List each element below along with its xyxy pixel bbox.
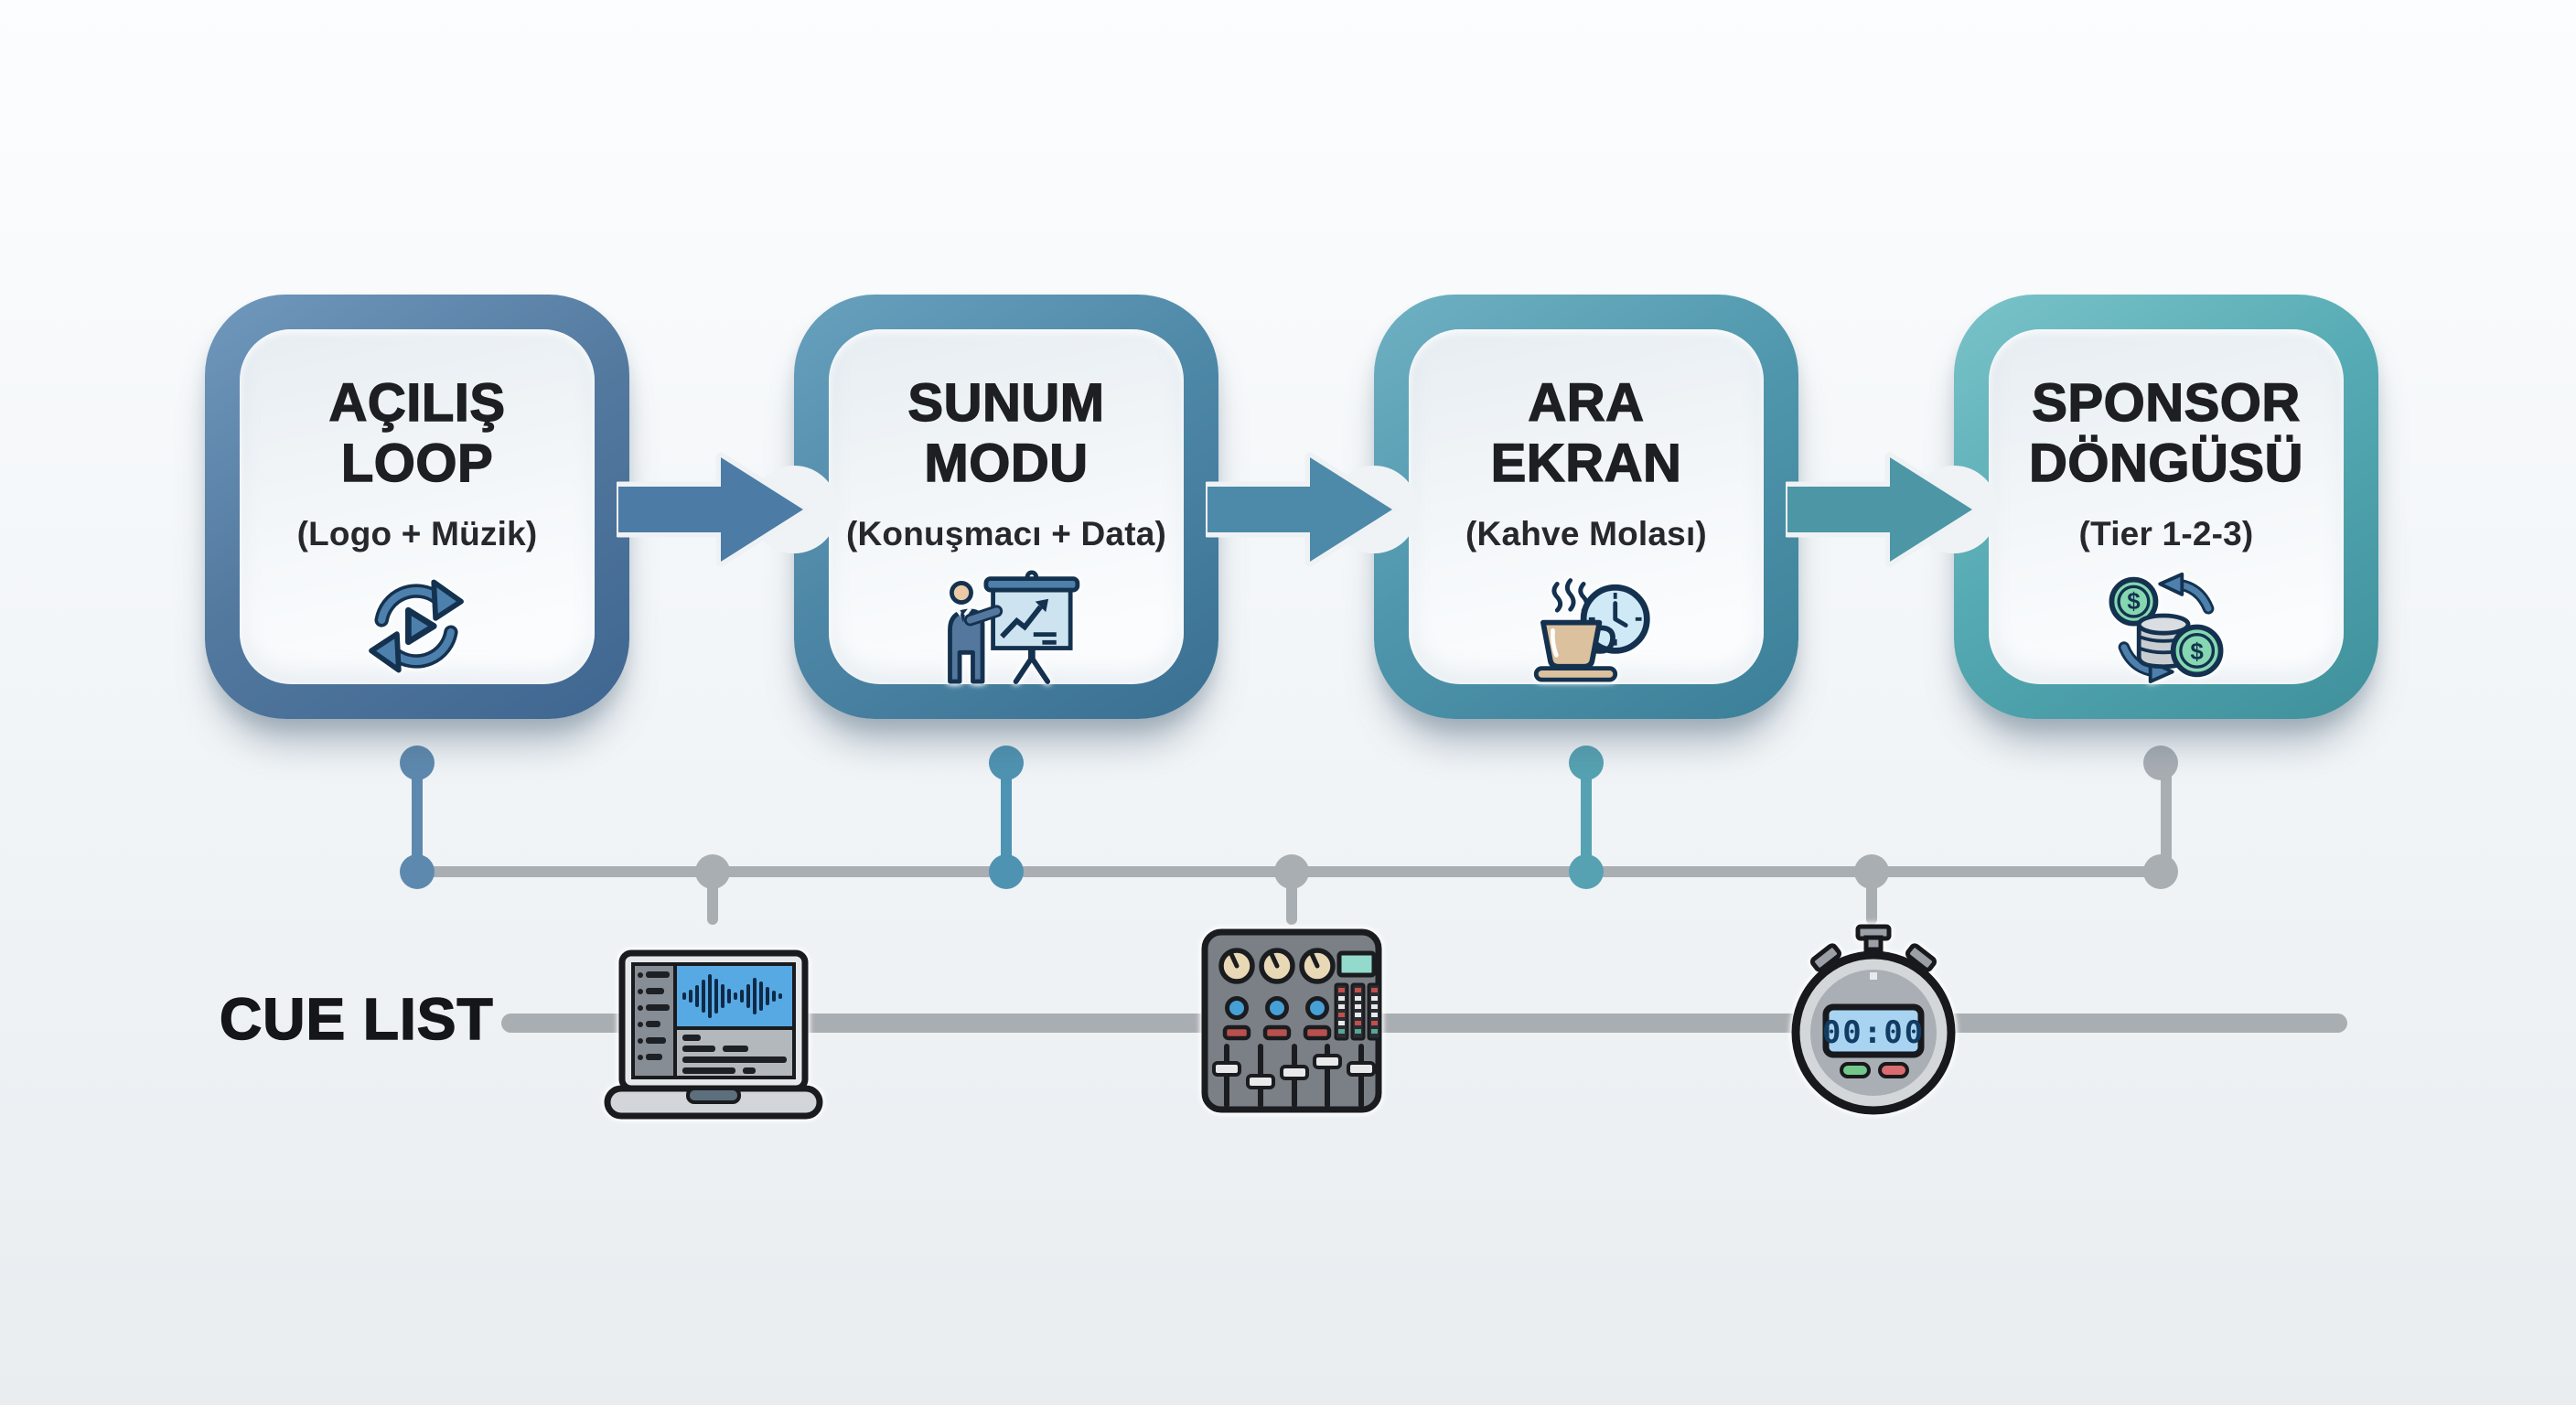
connector-dot [2143,745,2178,780]
sponsor-coins-cycle-icon: $ $ [2109,572,2224,684]
connector-dot [989,854,1024,889]
stopwatch-icon: 00:00 [1791,924,1956,1115]
step-title: SPONSOR DÖNGÜSÜ [2028,372,2303,493]
flow-step-acilis-loop: AÇILIŞ LOOP (Logo + Müzik) [205,295,629,719]
connector-line [1581,756,1592,874]
step-title: AÇILIŞ LOOP [328,372,506,493]
step-card: SUNUM MODU (Konuşmacı + Data) [829,329,1184,684]
step-subtitle: (Kahve Molası) [1465,515,1707,553]
step-subtitle: (Konuşmacı + Data) [845,515,1167,553]
flow-arrow-icon [1786,452,1978,567]
step-title-line: DÖNGÜSÜ [2028,433,2303,493]
presenter-chart-icon [948,570,1080,684]
flow-arrow-icon [1206,452,1398,567]
connector-dot [1569,745,1604,780]
connector-dot [2143,854,2178,889]
flow-arrow-icon [617,452,809,567]
connector-dot [695,854,730,889]
flow-step-ara-ekran: ARA EKRAN (Kahve Molası) [1374,295,1798,719]
audio-mixer-icon [1201,928,1382,1113]
connector-dot [1274,854,1309,889]
connector-line [1001,756,1012,874]
step-card: ARA EKRAN (Kahve Molası) [1409,329,1764,684]
step-title-line: SPONSOR [2032,372,2301,433]
step-title: SUNUM MODU [907,372,1105,493]
step-title-line: EKRAN [1490,433,1682,493]
step-title: ARA EKRAN [1490,372,1682,493]
connector-dot [1854,854,1889,889]
dollar-symbol: $ [2127,589,2141,615]
step-title-line: LOOP [340,433,494,493]
step-card: SPONSOR DÖNGÜSÜ (Tier 1-2-3) $ $ [1989,329,2344,684]
step-title-line: MODU [924,433,1089,493]
stopwatch-display: 00:00 [1822,1014,1925,1051]
step-subtitle: (Tier 1-2-3) [2078,515,2254,553]
connector-dot [1569,854,1604,889]
step-title-line: ARA [1528,372,1645,433]
connector-dot [400,854,435,889]
dollar-symbol: $ [2190,639,2204,665]
flow-step-sunum-modu: SUNUM MODU (Konuşmacı + Data) [794,295,1218,719]
connector-dot [989,745,1024,780]
step-title-line: SUNUM [907,372,1105,433]
connector-dot [400,745,435,780]
connector-line [412,756,423,874]
cue-list-label: CUE LIST [219,985,494,1053]
step-title-line: AÇILIŞ [328,372,506,433]
loop-play-icon [369,579,464,673]
coffee-break-clock-icon [1533,578,1650,682]
connector-line [2161,756,2172,874]
step-card: AÇILIŞ LOOP (Logo + Müzik) [240,329,595,684]
playback-laptop-icon [604,949,823,1120]
step-subtitle: (Logo + Müzik) [296,515,538,553]
flow-step-sponsor-dongusu: SPONSOR DÖNGÜSÜ (Tier 1-2-3) $ $ [1954,295,2378,719]
